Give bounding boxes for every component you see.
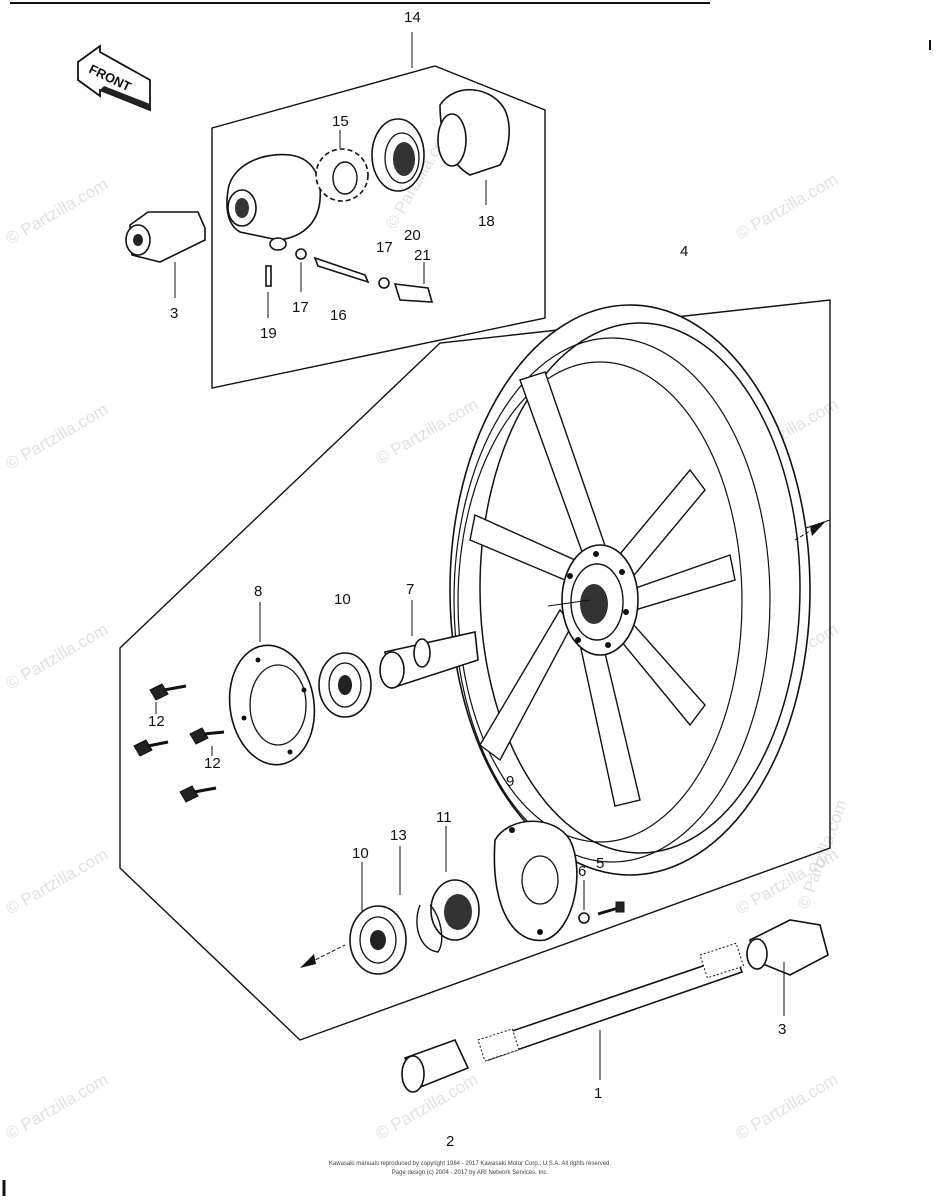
callout-16: 16 — [330, 307, 347, 324]
callout-20: 20 — [404, 227, 421, 244]
brake-disc-cover — [228, 602, 316, 766]
watermark: © Partzilla.com — [733, 170, 842, 244]
callout-4: 4 — [680, 243, 688, 260]
front-axle — [477, 942, 745, 1080]
wheel-bearing-right — [349, 862, 407, 975]
copyright-line-2: Page design (c) 2004 - 2017 by ARI Netwo… — [392, 1170, 549, 1176]
front-badge: FRONT — [77, 44, 151, 112]
callout-5: 5 — [596, 855, 604, 872]
callout-19: 19 — [260, 325, 277, 342]
callout-11: 11 — [436, 809, 452, 826]
watermark: © Partzilla.com — [373, 395, 482, 469]
callout-8: 8 — [254, 583, 262, 600]
distance-collar — [379, 600, 479, 690]
watermark: © Partzilla.com — [3, 1070, 112, 1144]
wheel-group-box — [119, 299, 831, 1041]
bolts — [133, 683, 225, 803]
speedometer-gear — [315, 130, 369, 202]
axle-nut-top — [125, 211, 206, 298]
copyright-line-1: Kawasaki manuals reproduced by copyright… — [329, 1161, 611, 1167]
gear-cover — [437, 89, 510, 205]
callout-10: 10 — [334, 591, 351, 608]
brake-hub-cover — [493, 820, 578, 942]
callout-18: 18 — [478, 213, 495, 230]
watermark: © Partzilla.com — [3, 400, 112, 474]
watermark: © Partzilla.com — [3, 175, 112, 249]
axle-nut-bottom — [746, 919, 829, 1016]
axle-collar — [401, 1038, 470, 1093]
callout-12: 12 — [148, 713, 165, 730]
callout-2: 2 — [446, 1133, 454, 1150]
watermark: © Partzilla.com — [733, 1070, 842, 1144]
washer-and-bolt — [578, 880, 625, 924]
watermark: © Partzilla.com — [3, 845, 112, 919]
gear-housing-group-box — [211, 65, 546, 389]
callout-10: 10 — [352, 845, 369, 862]
callout-21: 21 — [414, 247, 431, 264]
callout-6: 6 — [578, 863, 586, 880]
speedometer-gear-housing — [226, 153, 322, 251]
callouts: 14 15 18 20 17 21 17 16 19 3 4 8 10 7 12… — [148, 9, 786, 1150]
callout-3: 3 — [778, 1021, 786, 1038]
callout-12: 12 — [204, 755, 221, 772]
watermark: © Partzilla.com — [794, 797, 851, 911]
oil-seal-right — [430, 826, 480, 941]
callout-15: 15 — [332, 113, 349, 130]
cast-wheel — [449, 304, 811, 876]
callout-17: 17 — [376, 239, 393, 256]
small-parts — [265, 248, 434, 318]
callout-14: 14 — [404, 9, 421, 26]
watermark: © Partzilla.com — [3, 620, 112, 694]
callout-9: 9 — [506, 773, 514, 790]
callout-1: 1 — [594, 1085, 602, 1102]
callout-13: 13 — [390, 827, 407, 844]
circlip — [399, 846, 443, 953]
oil-seal — [371, 118, 425, 192]
wheel-bearing-left — [318, 652, 372, 718]
callout-17: 17 — [292, 299, 309, 316]
callout-7: 7 — [406, 581, 414, 598]
callout-3: 3 — [170, 305, 178, 322]
direction-arrows — [300, 522, 825, 968]
